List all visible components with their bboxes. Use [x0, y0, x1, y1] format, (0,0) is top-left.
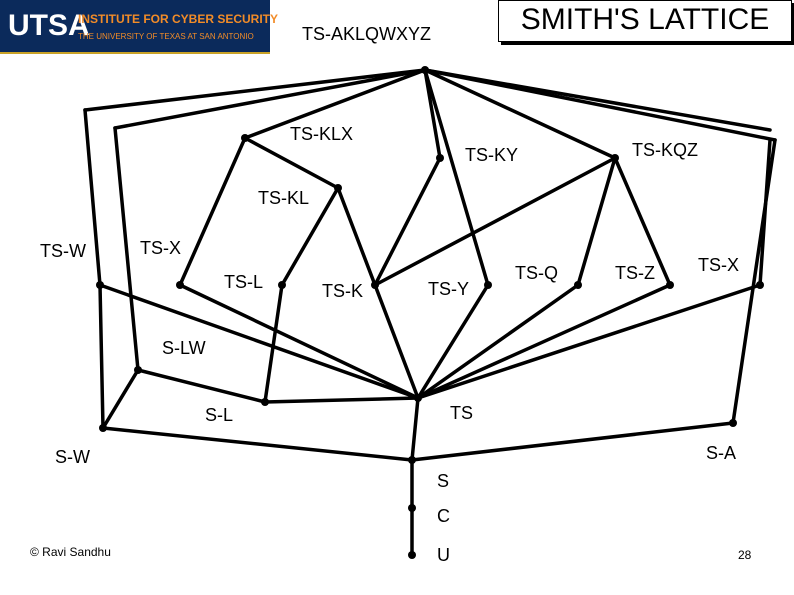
edge: [113, 126, 140, 372]
edge: [423, 68, 617, 160]
utsa-logo: UTSA INSTITUTE FOR CYBER SECURITY THE UN…: [0, 0, 278, 54]
edge: [373, 156, 442, 287]
edge: [178, 283, 420, 400]
label-ts-z: TS-Z: [615, 263, 655, 283]
edge: [373, 283, 420, 400]
label-c: C: [437, 506, 450, 526]
label-ts-x-left: TS-X: [140, 238, 182, 258]
node-ts-kl: [334, 184, 342, 192]
node-u: [408, 551, 416, 559]
label-ts-kqz: TS-KQZ: [632, 140, 698, 160]
node-ts-x-right: [756, 281, 764, 289]
node-s-l: [261, 398, 269, 406]
label-ts-w: TS-W: [40, 241, 86, 261]
edge: [613, 156, 672, 287]
edge: [373, 156, 617, 287]
logo-university-text: THE UNIVERSITY OF TEXAS AT SAN ANTONIO: [78, 32, 254, 41]
label-s-w: S-W: [55, 447, 90, 467]
label-ts: TS: [450, 403, 474, 423]
logo-wordmark: UTSA: [8, 9, 90, 42]
edge: [263, 396, 420, 404]
node-c: [408, 504, 416, 512]
logo-institute-text: INSTITUTE FOR CYBER SECURITY: [78, 12, 279, 26]
page-number: 28: [738, 548, 752, 562]
slide-title: SMITH'S LATTICE: [520, 3, 770, 36]
label-ts-x-right: TS-X: [698, 255, 740, 275]
label-ts-ky: TS-KY: [465, 145, 519, 165]
label-s-l: S-L: [205, 405, 234, 425]
label-s-lw: S-LW: [162, 338, 206, 358]
label-ts-klx: TS-KLX: [290, 124, 354, 144]
edge: [113, 68, 427, 130]
node-s: [408, 456, 416, 464]
node-top: [421, 66, 429, 74]
edge: [423, 68, 772, 132]
node-ts-x-left: [176, 281, 184, 289]
copyright-text: © Ravi Sandhu: [30, 545, 111, 559]
node-s-w: [99, 424, 107, 432]
node-ts-kqz: [611, 154, 619, 162]
node-s-lw: [134, 366, 142, 374]
edge: [410, 421, 735, 462]
edge: [243, 68, 427, 140]
node-ts-y: [484, 281, 492, 289]
node-ts-l: [278, 281, 286, 289]
edge: [576, 156, 617, 287]
edge: [101, 426, 414, 462]
node-ts: [414, 394, 422, 402]
label-s: S: [437, 471, 450, 491]
node-ts-w: [96, 281, 104, 289]
edge: [178, 136, 247, 287]
label-top: TS-AKLQWXYZ: [302, 24, 432, 44]
edge: [416, 283, 672, 400]
edge: [416, 283, 762, 400]
label-ts-l: TS-L: [224, 272, 264, 292]
edge: [280, 186, 340, 287]
node-ts-q: [574, 281, 582, 289]
edge: [136, 368, 267, 404]
edge: [83, 68, 427, 112]
edge: [423, 68, 490, 287]
label-ts-kl: TS-KL: [258, 188, 310, 208]
label-ts-q: TS-Q: [515, 263, 558, 283]
edge: [243, 136, 340, 190]
node-ts-klx: [241, 134, 249, 142]
slide-title-box: SMITH'S LATTICE: [498, 0, 792, 42]
edge: [98, 283, 105, 430]
edge: [731, 138, 777, 425]
edge: [416, 283, 490, 400]
node-ts-z: [666, 281, 674, 289]
node-ts-k: [371, 281, 379, 289]
label-ts-y: TS-Y: [428, 279, 470, 299]
label-ts-k: TS-K: [322, 281, 364, 301]
edge: [83, 108, 102, 287]
edge: [98, 283, 420, 400]
node-ts-ky: [436, 154, 444, 162]
edge: [416, 283, 580, 400]
edge: [336, 186, 377, 287]
edge: [410, 396, 420, 462]
node-s-a: [729, 419, 737, 427]
label-u: U: [437, 545, 450, 565]
edge: [101, 368, 140, 430]
label-s-a: S-A: [706, 443, 737, 463]
edge: [263, 283, 284, 404]
